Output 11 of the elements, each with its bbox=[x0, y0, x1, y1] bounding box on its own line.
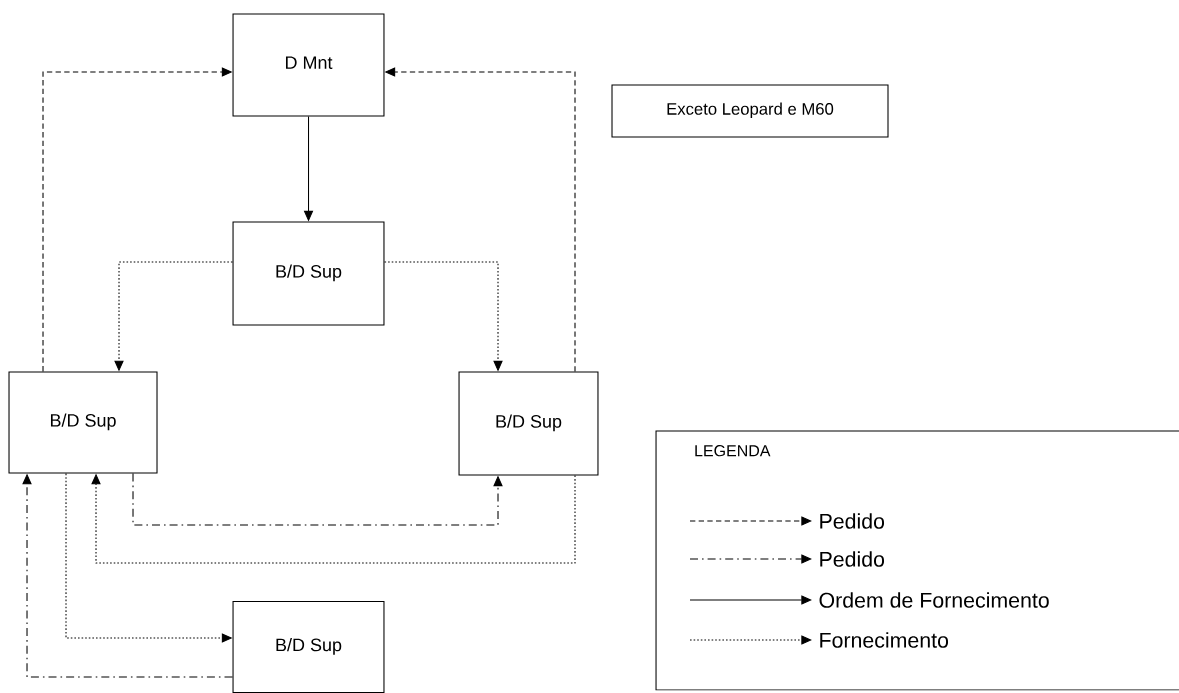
legend-label: Ordem de Fornecimento bbox=[819, 592, 1049, 608]
arrow bbox=[132, 473, 503, 526]
process-box: B/D Sup bbox=[8, 371, 158, 474]
process-box: D Mnt bbox=[232, 13, 385, 117]
process-box: B/D Sup bbox=[458, 371, 599, 476]
legend-label: Fornecimento bbox=[820, 632, 949, 648]
process-box: B/D Sup bbox=[232, 601, 385, 693]
process-box: B/D Sup bbox=[232, 221, 385, 326]
legend-label: Pedido bbox=[820, 513, 885, 529]
note-box: Exceto Leopard e M60 bbox=[611, 84, 889, 138]
legend-label: Pedido bbox=[820, 551, 885, 567]
